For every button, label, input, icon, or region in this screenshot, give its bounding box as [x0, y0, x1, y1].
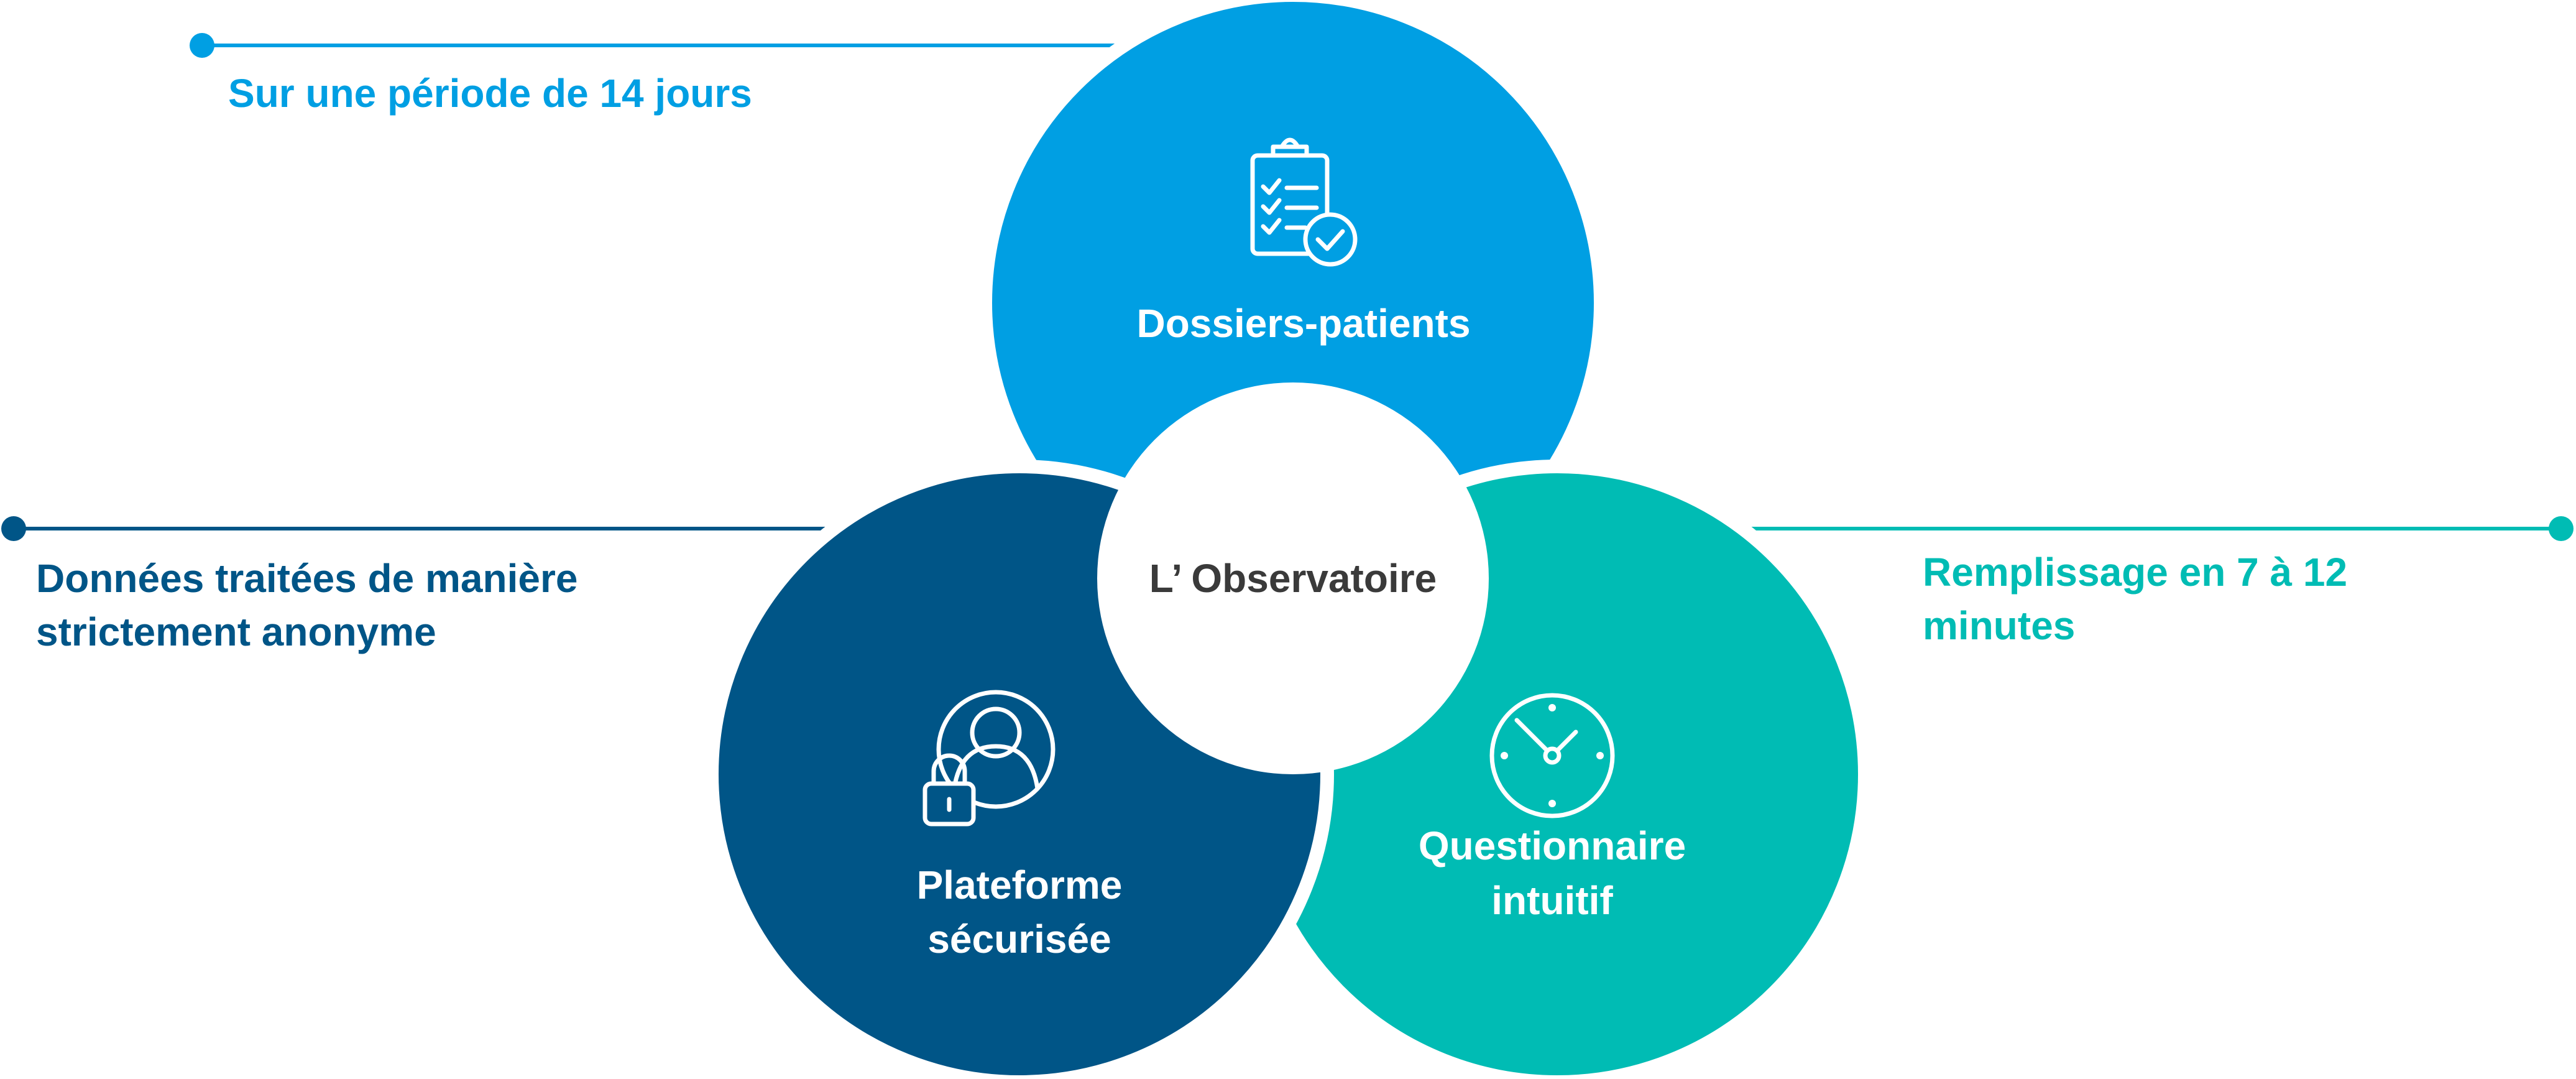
clipboard-check-icon [1250, 137, 1358, 267]
label-questionnaire-line2: intuitif [1491, 878, 1613, 923]
connector-top [190, 33, 1181, 58]
clock-icon [1489, 693, 1615, 818]
connector-right [1709, 516, 2574, 541]
callout-left-line2: strictement anonyme [36, 609, 436, 654]
user-lock-icon [922, 690, 1056, 827]
label-plateforme-line1: Plateforme [917, 863, 1123, 907]
label-plateforme-line2: sécurisée [927, 917, 1111, 961]
callout-left-line1: Données traitées de manière [36, 556, 577, 601]
label-questionnaire-line1: Questionnaire [1419, 823, 1686, 868]
center-label: L’ Observatoire [1149, 556, 1437, 601]
callout-top-line1: Sur une période de 14 jours [228, 71, 752, 116]
callout-right-line2: minutes [1923, 603, 2075, 648]
connector-right-dot [2549, 516, 2574, 541]
label-dossiers-patients: Dossiers-patients [1136, 301, 1470, 346]
connector-top-dot [190, 33, 214, 58]
callout-right-line1: Remplissage en 7 à 12 [1923, 550, 2347, 595]
connector-left-dot [1, 516, 26, 541]
connector-left [1, 516, 839, 541]
center-circle [1097, 382, 1489, 774]
